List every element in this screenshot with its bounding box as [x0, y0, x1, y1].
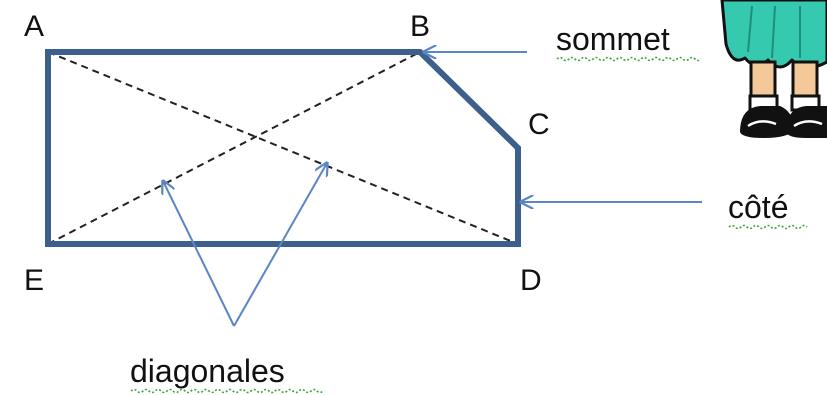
diagonal-e-b: [47, 51, 421, 245]
vertex-label-d: D: [520, 264, 542, 297]
vertex-label-e: E: [24, 264, 44, 297]
diagonal-arrow-left: [163, 181, 235, 327]
diagonales-spellcheck-underline: [130, 388, 324, 394]
sommet-spellcheck-underline: [556, 56, 702, 62]
pentagon-shape: [45, 49, 521, 247]
vertex-label-a: A: [24, 10, 44, 43]
diagonal-arrow-right: [233, 163, 327, 327]
vertex-label-c: C: [528, 108, 550, 141]
cartoon-girl-illustration: [720, 0, 827, 138]
girl-right-leg: [791, 60, 819, 102]
cote-spellcheck-underline: [728, 224, 808, 230]
sommet-label: sommet: [556, 21, 670, 57]
cote-label: côté: [728, 189, 788, 225]
diagonal-a-d: [47, 51, 519, 245]
diagonales-label: diagonales: [130, 353, 285, 389]
girl-left-leg: [749, 60, 777, 102]
vertex-label-b: B: [410, 10, 430, 43]
